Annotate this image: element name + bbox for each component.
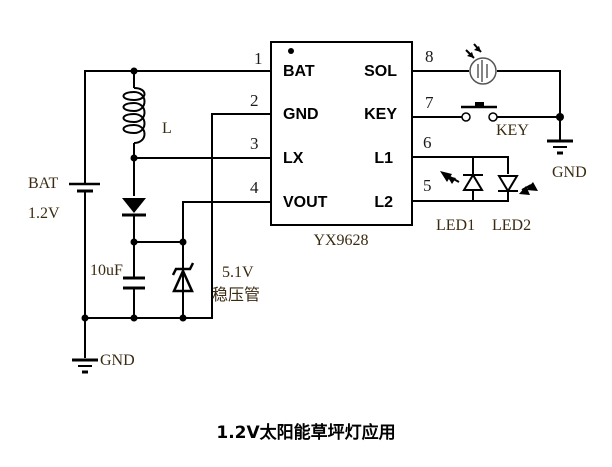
ic-body	[270, 41, 413, 226]
light-sensor-symbol	[465, 43, 497, 85]
junction-dot	[130, 154, 138, 162]
light-arrow-head	[467, 52, 474, 58]
pin-number-1: 1	[254, 49, 263, 68]
led2-label: LED2	[492, 217, 531, 234]
battery-voltage: 1.2V	[28, 205, 60, 222]
zener-triangle	[172, 267, 194, 293]
junction-dot	[130, 314, 138, 322]
zener-description: 稳压管	[212, 285, 260, 304]
led1-label: LED1	[436, 217, 475, 234]
ground-symbol-right	[547, 139, 573, 155]
ic-pin-gnd-label: GND	[283, 106, 319, 123]
pin-number-8: 8	[425, 47, 434, 66]
zener-symbol	[171, 242, 195, 293]
wire-l1	[412, 156, 509, 174]
ground-symbol-left	[72, 358, 98, 374]
ic-part-number: YX9628	[313, 232, 368, 249]
capacitor-value: 10uF	[90, 262, 123, 279]
diode-symbol	[122, 198, 146, 217]
wire-l2	[412, 192, 509, 202]
key-switch-symbol	[461, 102, 498, 122]
pin-number-5: 5	[423, 176, 432, 195]
diagram-title: 1.2V太阳能草坪灯应用	[216, 422, 395, 443]
pin-number-3: 3	[250, 134, 259, 153]
ic-pin-bat-label: BAT	[283, 63, 315, 80]
ground-label-right: GND	[552, 164, 587, 181]
wire-gnd	[85, 113, 271, 319]
sensor-body	[469, 57, 497, 85]
ic-pin-key-label: KEY	[364, 106, 397, 123]
light-arrow-head	[474, 46, 481, 52]
switch-contact	[488, 112, 498, 122]
led1-symbol	[440, 171, 484, 191]
led2-triangle	[497, 175, 519, 193]
diode-triangle	[122, 198, 146, 213]
right-wires	[412, 70, 561, 202]
pin-number-6: 6	[423, 133, 432, 152]
ic-pin-vout-label: VOUT	[283, 194, 328, 211]
inductor-label: L	[162, 120, 172, 137]
capacitor-symbol	[123, 276, 145, 290]
battery-label: BAT	[28, 175, 58, 192]
led1-light-arrow-head	[440, 171, 452, 182]
pin-number-2: 2	[250, 91, 259, 110]
led1-light-arrow-head	[447, 176, 456, 184]
pin1-marker	[288, 48, 294, 54]
battery-symbol	[69, 182, 100, 193]
ic-pin-lx-label: LX	[283, 150, 304, 167]
pin-number-7: 7	[425, 93, 434, 112]
wire-bat	[84, 70, 271, 183]
junction-dot	[130, 67, 138, 75]
switch-button	[475, 102, 484, 107]
inductor-symbol	[122, 87, 146, 144]
led2-light-arrow-head	[526, 182, 538, 191]
led1-triangle	[462, 173, 484, 191]
pin-number-4: 4	[250, 178, 259, 197]
led2-light-arrow-head	[519, 186, 530, 195]
zener-voltage: 5.1V	[222, 264, 254, 281]
inductor-coil	[122, 87, 146, 144]
wire-vout	[182, 201, 271, 318]
led2-symbol	[497, 175, 538, 195]
switch-contact	[461, 112, 471, 122]
junction-dot	[81, 314, 89, 322]
ic-pin-l2-label: L2	[374, 194, 393, 211]
ic-pin-l1-label: L1	[374, 150, 393, 167]
ic-yx9628: BAT GND LX VOUT SOL KEY L1 L2 YX9628	[270, 41, 413, 249]
key-label: KEY	[496, 122, 529, 139]
ground-label-left: GND	[100, 352, 135, 369]
left-wires	[84, 70, 271, 358]
junction-dot	[130, 238, 138, 246]
junction-dot	[179, 314, 187, 322]
ic-pin-sol-label: SOL	[364, 63, 397, 80]
